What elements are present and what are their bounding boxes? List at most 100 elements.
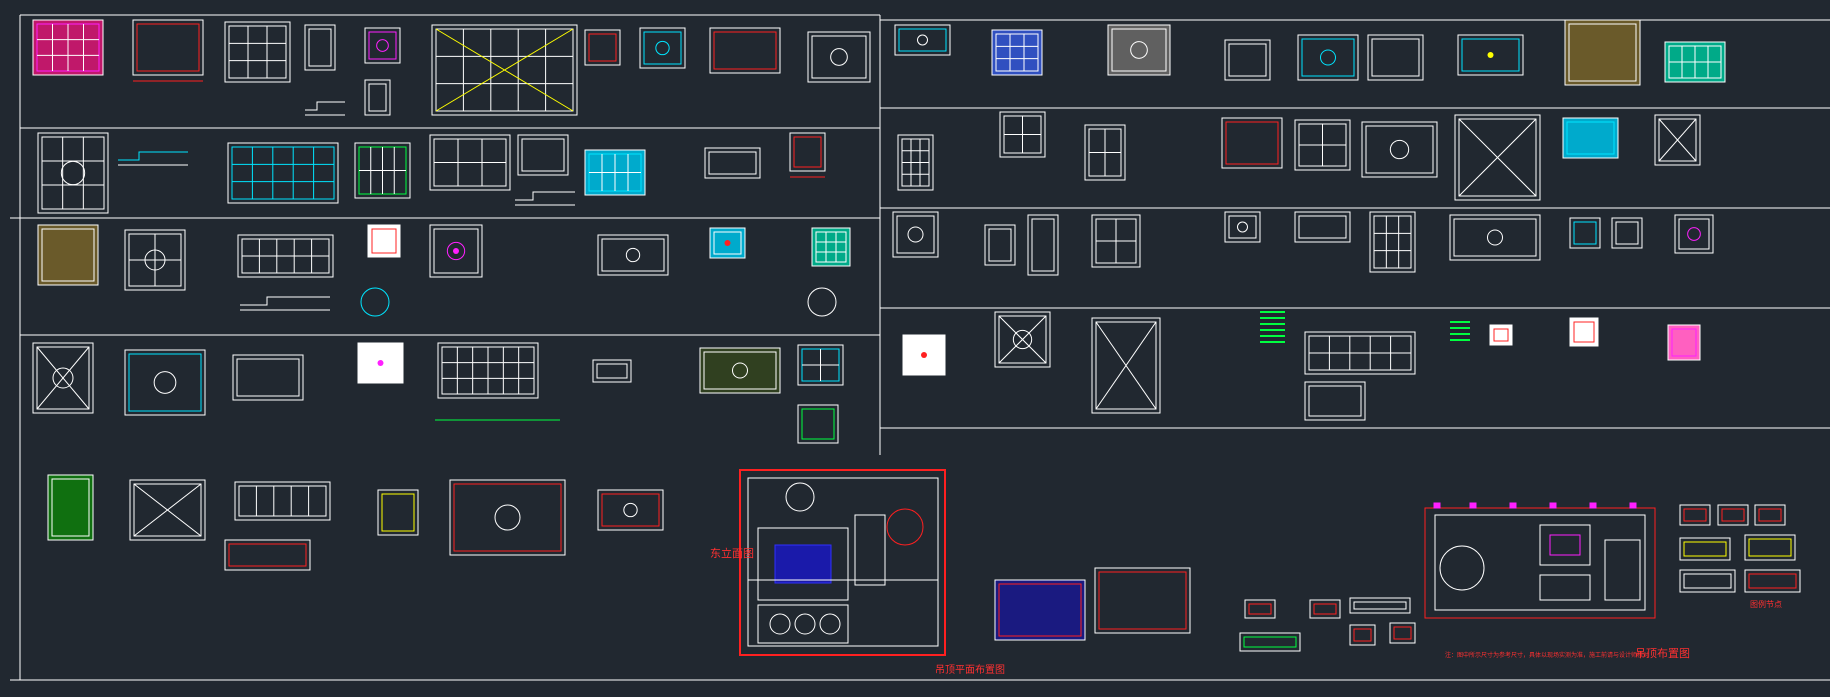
detail-rect [431,24,578,116]
ceiling-detail [1224,211,1261,243]
ceiling-detail [1744,569,1801,593]
detail-rect [1111,28,1167,72]
detail-rect [1228,215,1257,239]
center-rosette [655,40,670,56]
detail-rect [237,234,334,278]
detail-rect [1084,124,1126,181]
detail-rect [1308,385,1362,417]
ceiling-detail [224,21,291,83]
diagonal-line [1658,118,1697,162]
ceiling-detail [47,474,94,541]
detail-rect [41,136,105,210]
detail-rect [1748,573,1797,589]
frame-lines [10,14,1830,681]
detail-rect [811,35,867,79]
detail-rect [1721,508,1745,522]
center-dot [724,240,731,246]
detail-rect [517,134,569,176]
detail-rect [231,146,335,200]
ceiling-detail [367,224,401,258]
center-rosette [1012,329,1033,350]
detail-rect [1569,217,1601,249]
detail-rect [47,474,94,541]
ceiling-detail [1611,217,1643,249]
detail-rect [708,151,757,175]
detail-rect [1611,217,1643,249]
ceiling-detail [1297,34,1359,81]
section-profile [515,191,575,201]
center-rosette [153,371,177,394]
detail-rect [1461,38,1520,72]
detail-rect [1367,34,1424,81]
detail-rect [1539,574,1591,601]
right-ceiling-plan [1424,502,1656,619]
detail-rect [1373,215,1412,269]
ceiling-detail [1091,214,1141,268]
detail-rect [1224,211,1261,243]
detail-rect [1493,328,1509,342]
ceiling-detail [994,579,1086,641]
detail-rect [1224,39,1271,81]
ceiling-detail [1091,317,1161,414]
detail-rect [892,211,939,258]
detail-rect [592,359,632,383]
center-rosette [732,362,748,379]
main-plan-title: 吊顶布置图 [1635,647,1690,660]
ceiling-detail [1654,114,1701,166]
ceiling-detail [32,19,104,76]
detail-rect [643,31,682,65]
detail-rect [236,358,300,397]
ceiling-detail [597,234,669,276]
center-rosette [494,504,521,531]
detail-rect [1297,34,1359,81]
detail-rect [1095,321,1157,410]
ceiling-detail [1457,34,1524,76]
detail-rect [437,342,539,399]
ceiling-detail [1294,211,1351,243]
ceiling-detail [234,481,331,521]
detail-rect [998,583,1082,637]
detail-rect [453,483,562,552]
detail-rect [1304,381,1366,421]
detail-rect [1674,214,1714,254]
ceiling-detail [1754,504,1786,526]
ceiling-detail [797,404,839,444]
detail-rect [1301,38,1355,77]
detail-rect [984,224,1016,266]
rosette-circle [769,613,791,635]
detail-rect [224,21,291,83]
detail-rect [1562,117,1619,159]
detail-rect [1458,118,1537,197]
ceiling-detail [449,479,566,556]
detail-rect [601,238,665,272]
detail-rect [128,353,202,412]
detail-rect [1539,524,1591,566]
ceiling-detail [1349,624,1376,646]
center-rosette [625,247,641,263]
section-detail [118,151,188,166]
detail-rect [1349,597,1411,614]
detail-rect [1489,324,1513,346]
center-rosette [830,48,848,66]
detail-rect [1361,121,1438,178]
ceiling-detail [709,227,746,259]
ceiling-detail [1489,324,1513,346]
center-rosette [376,39,389,52]
detail-rect [713,231,742,255]
detail-rect [596,363,628,379]
detail-rect [757,527,849,601]
detail-rect [1469,502,1477,509]
detail-rect [998,315,1047,364]
detail-rect [1098,571,1187,630]
center-rosette [623,502,638,518]
detail-rect [368,31,397,60]
ceiling-detail [227,142,339,204]
ceiling-detail [437,342,539,399]
ceiling-detail [892,211,939,258]
detail-rect [991,29,1043,76]
detail-rect [1744,534,1796,561]
ceiling-detail [429,134,511,191]
detail-rect [704,147,761,179]
ceiling-detail [364,79,391,116]
